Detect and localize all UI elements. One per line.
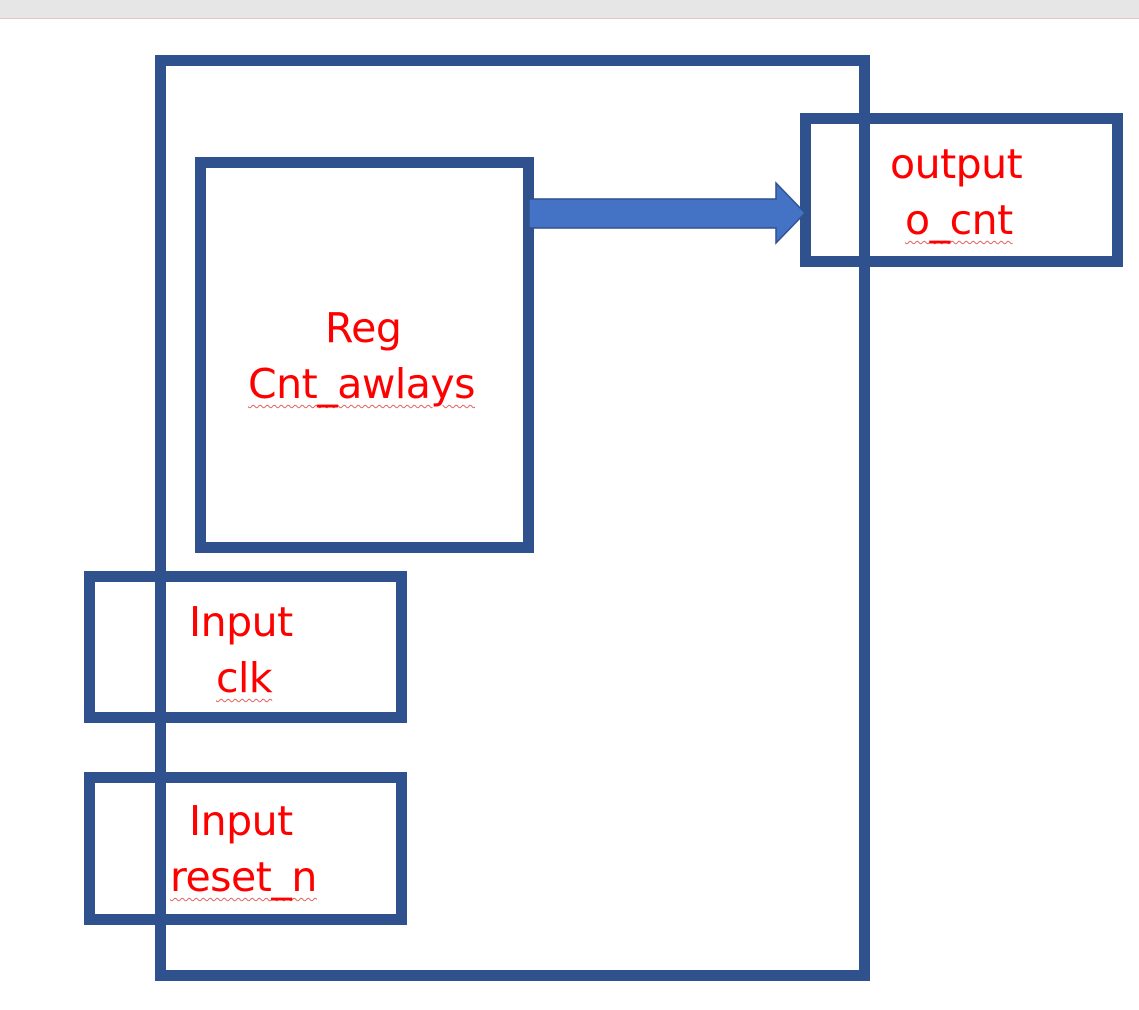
register-label-name: Cnt_awlays (248, 360, 476, 408)
output-port-label-name: o_cnt (905, 196, 1013, 244)
clk-input-block (84, 571, 407, 723)
register-label-type: Reg (325, 304, 402, 352)
register-block (195, 157, 534, 553)
reset-label-name: reset_n (170, 853, 317, 901)
reset-input-block (84, 772, 407, 925)
output-port-label-type: output (890, 140, 1023, 188)
clk-label-type: Input (189, 598, 293, 646)
top-toolbar-strip (0, 0, 1139, 19)
module-outer-box (155, 55, 870, 981)
clk-label-name: clk (216, 654, 273, 702)
reset-label-type: Input (189, 797, 293, 845)
